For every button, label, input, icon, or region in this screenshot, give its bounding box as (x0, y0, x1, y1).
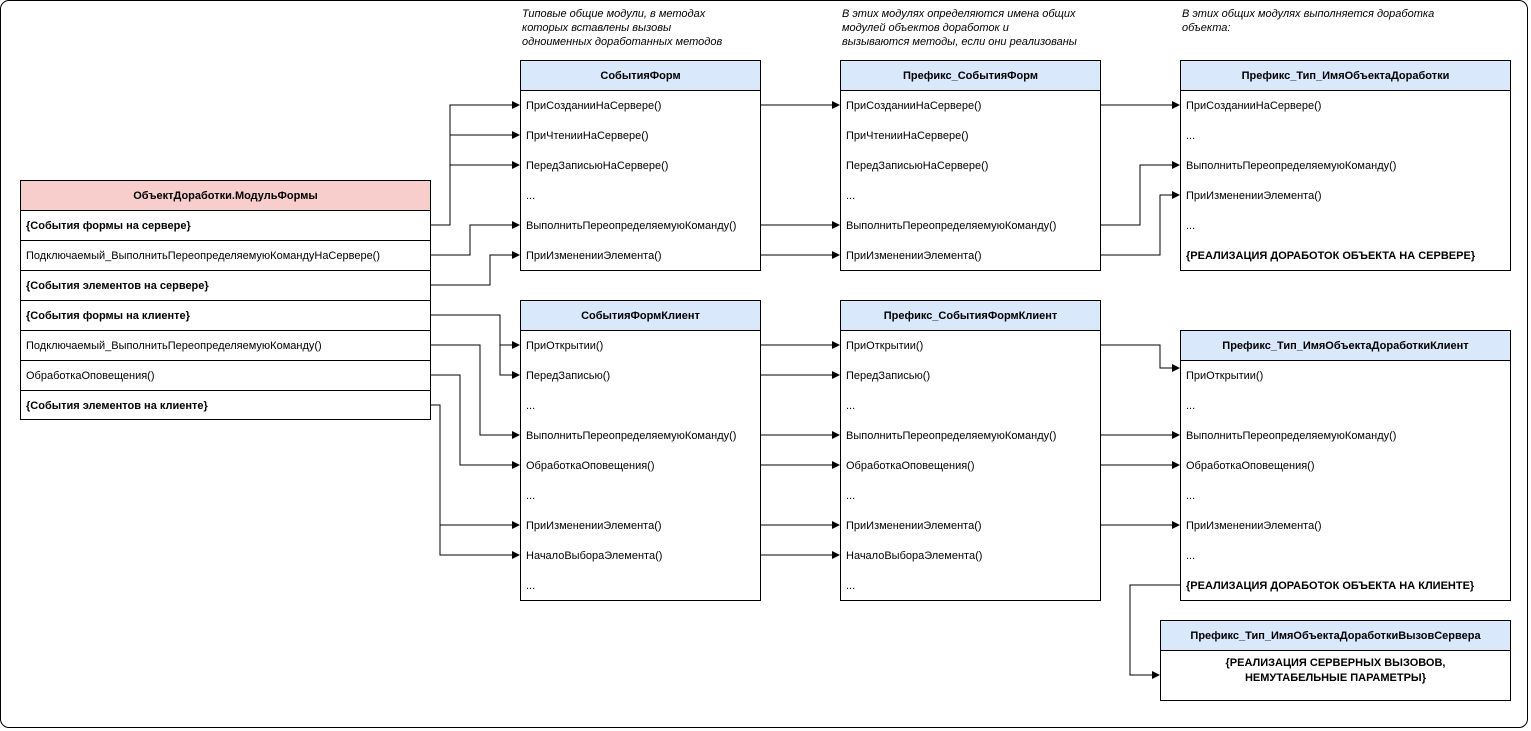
note-line: В этих общих модулях выполняется доработ… (1182, 8, 1435, 20)
method-row: ПриИзмененииЭлемента() (1186, 190, 1322, 202)
method-row: ВыполнитьПереопределяемуюКоманду() (526, 220, 737, 232)
prefix-object-server-call-box: Префикс_Тип_ИмяОбъектаДоработкиВызовСерв… (1160, 620, 1511, 701)
form-events-client-box: СобытияФормКлиент ПриОткрытии() ПередЗап… (520, 300, 761, 601)
method-row: ПриОткрытии() (1186, 370, 1264, 382)
method-row: ПередЗаписью() (846, 370, 931, 382)
form-events-title: СобытияФорм (521, 61, 760, 91)
method-row: ... (1186, 220, 1196, 232)
method-row: ПередЗаписью() (526, 370, 611, 382)
note-line: объекта: (1182, 22, 1231, 34)
form-events-client-title: СобытияФормКлиент (521, 301, 760, 331)
connector (431, 374, 520, 469)
form-module-row: {События формы на клиенте} (21, 301, 430, 331)
method-row: ПриСозданииНаСервере() (526, 100, 662, 112)
form-module-box: ОбъектДоработки.МодульФормы {События фор… (20, 180, 431, 420)
note-line: одноименных доработанных методов (522, 36, 723, 48)
form-module-row: {События элементов на сервере} (21, 271, 430, 301)
method-row: ВыполнитьПереопределяемуюКоманду() (846, 430, 1057, 442)
method-row: ПриИзмененииЭлемента() (1186, 520, 1322, 532)
method-row: ПриИзмененииЭлемента() (846, 520, 982, 532)
method-row: ВыполнитьПереопределяемуюКоманду() (1186, 430, 1397, 442)
method-row: ОбработкаОповещения() (846, 460, 975, 472)
server-call-body: {РЕАЛИЗАЦИЯ СЕРВЕРНЫХ ВЫЗОВОВ, НЕМУТАБЕЛ… (1161, 651, 1510, 690)
method-row: ПриИзмененииЭлемента() (526, 250, 662, 262)
prefix-form-events-title: Префикс_СобытияФорм (841, 61, 1100, 91)
method-row: ... (526, 580, 536, 592)
note-line: В этих модулях определяются имена общих (842, 8, 1076, 20)
method-row: НачалоВыбораЭлемента() (846, 550, 983, 562)
connector (431, 344, 520, 439)
connector (1129, 584, 1180, 679)
form-module-row: ОбработкаОповещения() (21, 361, 430, 391)
method-row: ... (1186, 400, 1196, 412)
connector (431, 221, 520, 256)
prefix-object-title: Префикс_Тип_ИмяОбъектаДоработки (1181, 61, 1510, 91)
method-row: ПриОткрытии() (846, 340, 924, 352)
method-row: ВыполнитьПереопределяемуюКоманду() (846, 220, 1057, 232)
method-row: НачалоВыбораЭлемента() (526, 550, 663, 562)
connector (431, 404, 520, 529)
implementation-row: {РЕАЛИЗАЦИЯ ДОРАБОТОК ОБЪЕКТА НА КЛИЕНТЕ… (1186, 580, 1475, 592)
server-call-line: НЕМУТАБЕЛЬНЫЕ ПАРАМЕТРЫ} (1244, 671, 1426, 684)
implementation-row: {РЕАЛИЗАЦИЯ ДОРАБОТОК ОБЪЕКТА НА СЕРВЕРЕ… (1186, 250, 1476, 262)
connector (439, 525, 520, 559)
form-module-row: Подключаемый_ВыполнитьПереопределяемуюКо… (21, 241, 430, 271)
method-row: ВыполнитьПереопределяемуюКоманду() (526, 430, 737, 442)
method-row: ПередЗаписьюНаСервере() (526, 160, 669, 172)
method-row: ОбработкаОповещения() (526, 460, 655, 472)
form-events-box: СобытияФорм ПриСозданииНаСервере() ПриЧт… (520, 60, 761, 271)
form-module-row: {События формы на сервере} (21, 211, 430, 241)
method-row: ... (1186, 490, 1196, 502)
method-row: ПриЧтенииНаСервере() (846, 130, 969, 142)
method-row: ПриЧтенииНаСервере() (526, 130, 649, 142)
method-row: ПриСозданииНаСервере() (1186, 100, 1322, 112)
form-module-row: {События элементов на клиенте} (26, 400, 208, 412)
note-line: Типовые общие модули, в методах (522, 8, 706, 20)
method-row: ... (1186, 550, 1196, 562)
connector (1101, 191, 1180, 256)
prefix-form-events-client-box: Префикс_СобытияФормКлиент ПриОткрытии() … (840, 300, 1101, 601)
method-row: ... (846, 580, 856, 592)
method-row: ... (526, 190, 536, 202)
note-object-modules: В этих общих модулях выполняется доработ… (1182, 7, 1434, 35)
note-typical-modules: Типовые общие модули, в методах которых … (522, 7, 722, 49)
method-row: ПриСозданииНаСервере() (846, 100, 982, 112)
connector (1101, 344, 1180, 372)
note-line: которых вставлены вызовы (522, 22, 672, 34)
method-row: ОбработкаОповещения() (1186, 460, 1315, 472)
connector (431, 314, 520, 349)
method-row: ... (526, 400, 536, 412)
server-call-line: {РЕАЛИЗАЦИЯ СЕРВЕРНЫХ ВЫЗОВОВ, (1225, 656, 1446, 669)
form-module-title: ОбъектДоработки.МодульФормы (21, 181, 430, 211)
method-row: ... (526, 490, 536, 502)
prefix-form-events-client-title: Префикс_СобытияФормКлиент (841, 301, 1100, 331)
connector (1101, 161, 1180, 226)
method-row: ПриИзмененииЭлемента() (846, 250, 982, 262)
method-row: ... (846, 190, 856, 202)
method-row: ВыполнитьПереопределяемуюКоманду() (1186, 160, 1397, 172)
prefix-object-box: Префикс_Тип_ИмяОбъектаДоработки ПриСозда… (1180, 60, 1511, 271)
method-row: ... (846, 400, 856, 412)
method-row: ПриОткрытии() (526, 340, 604, 352)
note-prefix-modules: В этих модулях определяются имена общих … (842, 7, 1077, 49)
method-row: ПередЗаписьюНаСервере() (846, 160, 989, 172)
note-line: вызываются методы, если они реализованы (842, 36, 1077, 48)
prefix-object-client-title: Префикс_Тип_ИмяОбъектаДоработкиКлиент (1181, 331, 1510, 361)
prefix-form-events-box: Префикс_СобытияФорм ПриСозданииНаСервере… (840, 60, 1101, 271)
prefix-object-server-call-title: Префикс_Тип_ИмяОбъектаДоработкиВызовСерв… (1161, 621, 1510, 651)
prefix-object-client-box: Префикс_Тип_ИмяОбъектаДоработкиКлиент Пр… (1180, 330, 1511, 601)
method-row: ... (846, 490, 856, 502)
connector (499, 345, 520, 379)
method-row: ПриИзмененииЭлемента() (526, 520, 662, 532)
connector (431, 251, 520, 286)
note-line: модулей объектов доработок и (842, 22, 1009, 34)
method-row: ... (1186, 130, 1196, 142)
form-module-row: Подключаемый_ВыполнитьПереопределяемуюКо… (21, 331, 430, 361)
